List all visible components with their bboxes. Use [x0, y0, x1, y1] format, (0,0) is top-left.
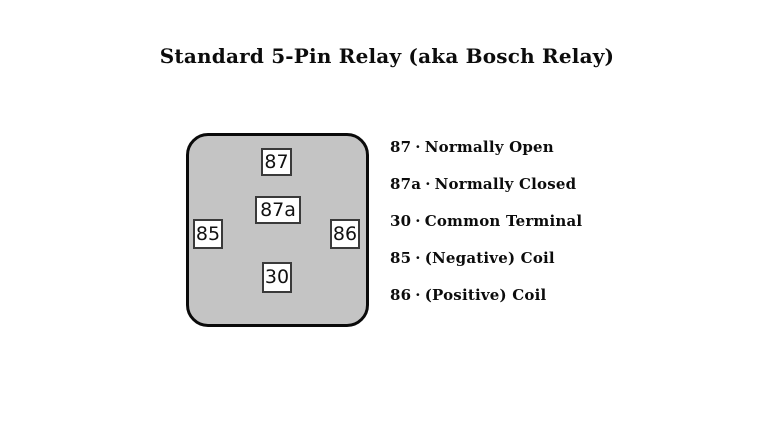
legend-item-86: 86·(Positive) Coil: [390, 286, 582, 305]
pin-legend: 87·Normally Open 87a·Normally Closed 30·…: [390, 138, 582, 305]
legend-description: (Positive) Coil: [424, 286, 547, 304]
legend-description: Common Terminal: [424, 212, 583, 230]
pin-85-label: 85: [195, 222, 221, 245]
pin-87a: 87a: [255, 196, 301, 224]
pin-87: 87: [261, 148, 292, 176]
page-title: Standard 5-Pin Relay (aka Bosch Relay): [159, 44, 615, 68]
legend-pin-number: 87: [390, 138, 412, 156]
legend-separator: ·: [425, 175, 431, 193]
legend-item-87a: 87a·Normally Closed: [390, 175, 582, 194]
legend-item-85: 85·(Negative) Coil: [390, 249, 582, 268]
pin-86-label: 86: [332, 222, 358, 245]
pin-86: 86: [330, 219, 360, 249]
pin-85: 85: [193, 219, 223, 249]
legend-description: (Negative) Coil: [424, 249, 555, 267]
pin-87-label: 87: [264, 150, 289, 173]
relay-body: 87 87a 85 86 30: [186, 133, 369, 327]
legend-item-30: 30·Common Terminal: [390, 212, 582, 231]
legend-description: Normally Open: [424, 138, 554, 156]
legend-separator: ·: [415, 138, 421, 156]
legend-separator: ·: [415, 249, 421, 267]
legend-separator: ·: [415, 286, 421, 304]
pin-87a-label: 87a: [260, 198, 296, 221]
legend-pin-number: 85: [390, 249, 412, 267]
legend-pin-number: 30: [390, 212, 412, 230]
pin-30: 30: [262, 262, 292, 293]
legend-item-87: 87·Normally Open: [390, 138, 582, 157]
pin-30-label: 30: [264, 266, 290, 288]
legend-description: Normally Closed: [434, 175, 577, 193]
legend-pin-number: 86: [390, 286, 412, 304]
legend-pin-number: 87a: [390, 175, 422, 193]
legend-separator: ·: [415, 212, 421, 230]
